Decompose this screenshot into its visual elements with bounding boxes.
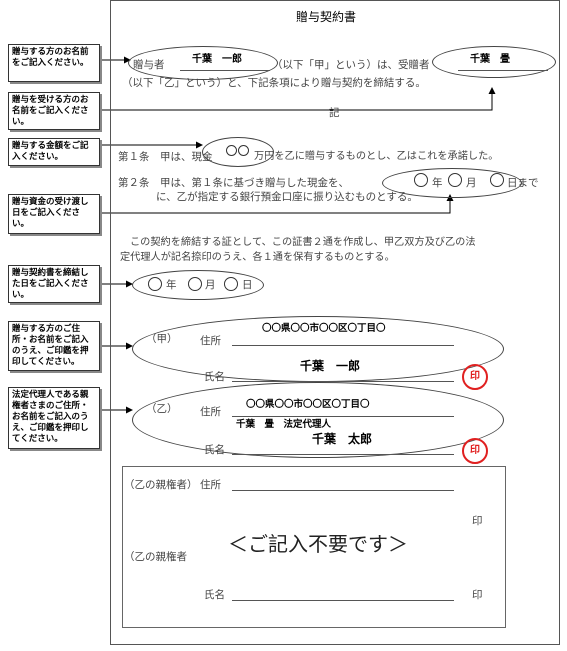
closing-line-2: 定代理人が記名捺印のうえ、各１通を保有するものとする。 <box>120 252 395 263</box>
contract-month-label: 月 <box>205 279 216 291</box>
party-b-address: 〇〇県〇〇市〇〇区〇丁目〇 <box>246 399 370 410</box>
transfer-date-oval <box>382 168 522 198</box>
document-title: 贈与契約書 <box>296 10 357 24</box>
intro-line-2: （以下「乙」という）と、下記条項により贈与契約を締結する。 <box>122 77 426 89</box>
callout-contract-date: 贈与契約書を締結した日をご記入ください。 <box>8 265 100 303</box>
donor-name: 千葉 一郎 <box>192 54 242 65</box>
guardian-name-line <box>232 600 454 601</box>
party-b-oval <box>132 382 504 458</box>
article-2-rest: に、乙が指定する銀行預金口座に振り込むものとする。 <box>156 191 418 203</box>
ki-label: 記 <box>329 107 340 119</box>
transfer-month-label: 月 <box>466 177 477 189</box>
amount-circle-1 <box>226 145 237 156</box>
contract-document <box>110 0 560 645</box>
amount-circle-2 <box>238 145 249 156</box>
callout-party-b: 法定代理人である親権者さまのご住所・お名前をご記入のうえ、ご印鑑を押印してくださ… <box>8 387 100 449</box>
donee-name-oval <box>432 46 556 78</box>
no-entry-notice: ＜ご記入不要です＞ <box>228 532 408 556</box>
contract-day-label: 日 <box>242 279 253 291</box>
callout-party-a: 贈与する方のご住所・お名前をご記入のうえ、ご印鑑を押印してください。 <box>8 321 100 371</box>
party-a-name: 千葉 一郎 <box>300 359 361 373</box>
donor-suffix: （以下「甲」という）は、受贈者 <box>272 59 430 71</box>
party-b-name: 千葉 太郎 <box>312 432 373 446</box>
donor-name-oval <box>128 46 278 80</box>
guardian-box <box>122 466 506 628</box>
contract-month-circle <box>188 277 202 291</box>
contract-date-oval <box>132 270 264 300</box>
article-1-lead: 第１条 甲は、現金 <box>118 151 213 163</box>
contract-day-circle <box>224 277 238 291</box>
transfer-day-circle <box>490 173 504 187</box>
callout-donor-name: 贈与する方のお名前をご記入ください。 <box>8 44 100 82</box>
callout-amount: 贈与する金額をご記入ください。 <box>8 138 100 166</box>
arrow-transfer-date <box>100 194 454 214</box>
party-a-address: 〇〇県〇〇市〇〇区〇丁目〇 <box>262 323 386 334</box>
party-a-address-label: 住所 <box>200 335 221 347</box>
closing-line-1: この契約を締結する証として、この証書２通を作成し、甲乙双方及び乙の法 <box>130 237 476 248</box>
guardian-name-label: 氏名 <box>204 589 225 601</box>
party-b-address-label: 住所 <box>200 406 221 418</box>
party-a-seal: 印 <box>462 364 488 390</box>
amount-oval <box>202 137 274 167</box>
party-a-label: （甲） <box>146 333 178 345</box>
party-b-guardian-note: 千葉 畳 法定代理人 <box>236 419 332 430</box>
party-b-address-line <box>232 416 454 417</box>
party-a-address-line <box>232 345 454 346</box>
party-b-label: （乙） <box>146 403 178 415</box>
guardian-address-line <box>232 490 454 491</box>
party-a-name-label: 氏名 <box>204 371 225 383</box>
party-b-name-label: 氏名 <box>204 444 225 456</box>
transfer-year-label: 年 <box>432 177 443 189</box>
party-b-seal: 印 <box>462 438 488 464</box>
callout-transfer-date: 贈与資金の受け渡し日をご記入ください。 <box>8 194 100 234</box>
article-1-rest: 万円を乙に贈与するものとし、乙はこれを承諾した。 <box>254 151 499 162</box>
arrow-donee-name <box>100 87 496 111</box>
contract-year-label: 年 <box>166 279 177 291</box>
contract-year-circle <box>148 277 162 291</box>
donor-label: 贈与者 <box>133 59 165 71</box>
donee-name-line <box>458 70 548 71</box>
guardian-address-label: 住所 <box>200 479 221 491</box>
guardian-seal-2: 印 <box>472 589 483 601</box>
transfer-month-circle <box>448 173 462 187</box>
article-2-lead: 第２条 甲は、第１条に基づき贈与した現金を、 <box>118 177 349 189</box>
transfer-year-circle <box>414 173 428 187</box>
callout-donee-name: 贈与を受ける方のお名前をご記入ください。 <box>8 92 100 130</box>
party-b-name-line <box>232 454 454 455</box>
donor-name-line <box>180 70 270 71</box>
guardian-label-2: （乙の親権者 <box>124 551 187 563</box>
guardian-label-1: （乙の親権者） <box>124 479 198 491</box>
donee-name: 千葉 畳 <box>470 54 510 65</box>
transfer-day-label: 日まで <box>507 177 539 189</box>
guardian-seal-1: 印 <box>472 515 483 527</box>
